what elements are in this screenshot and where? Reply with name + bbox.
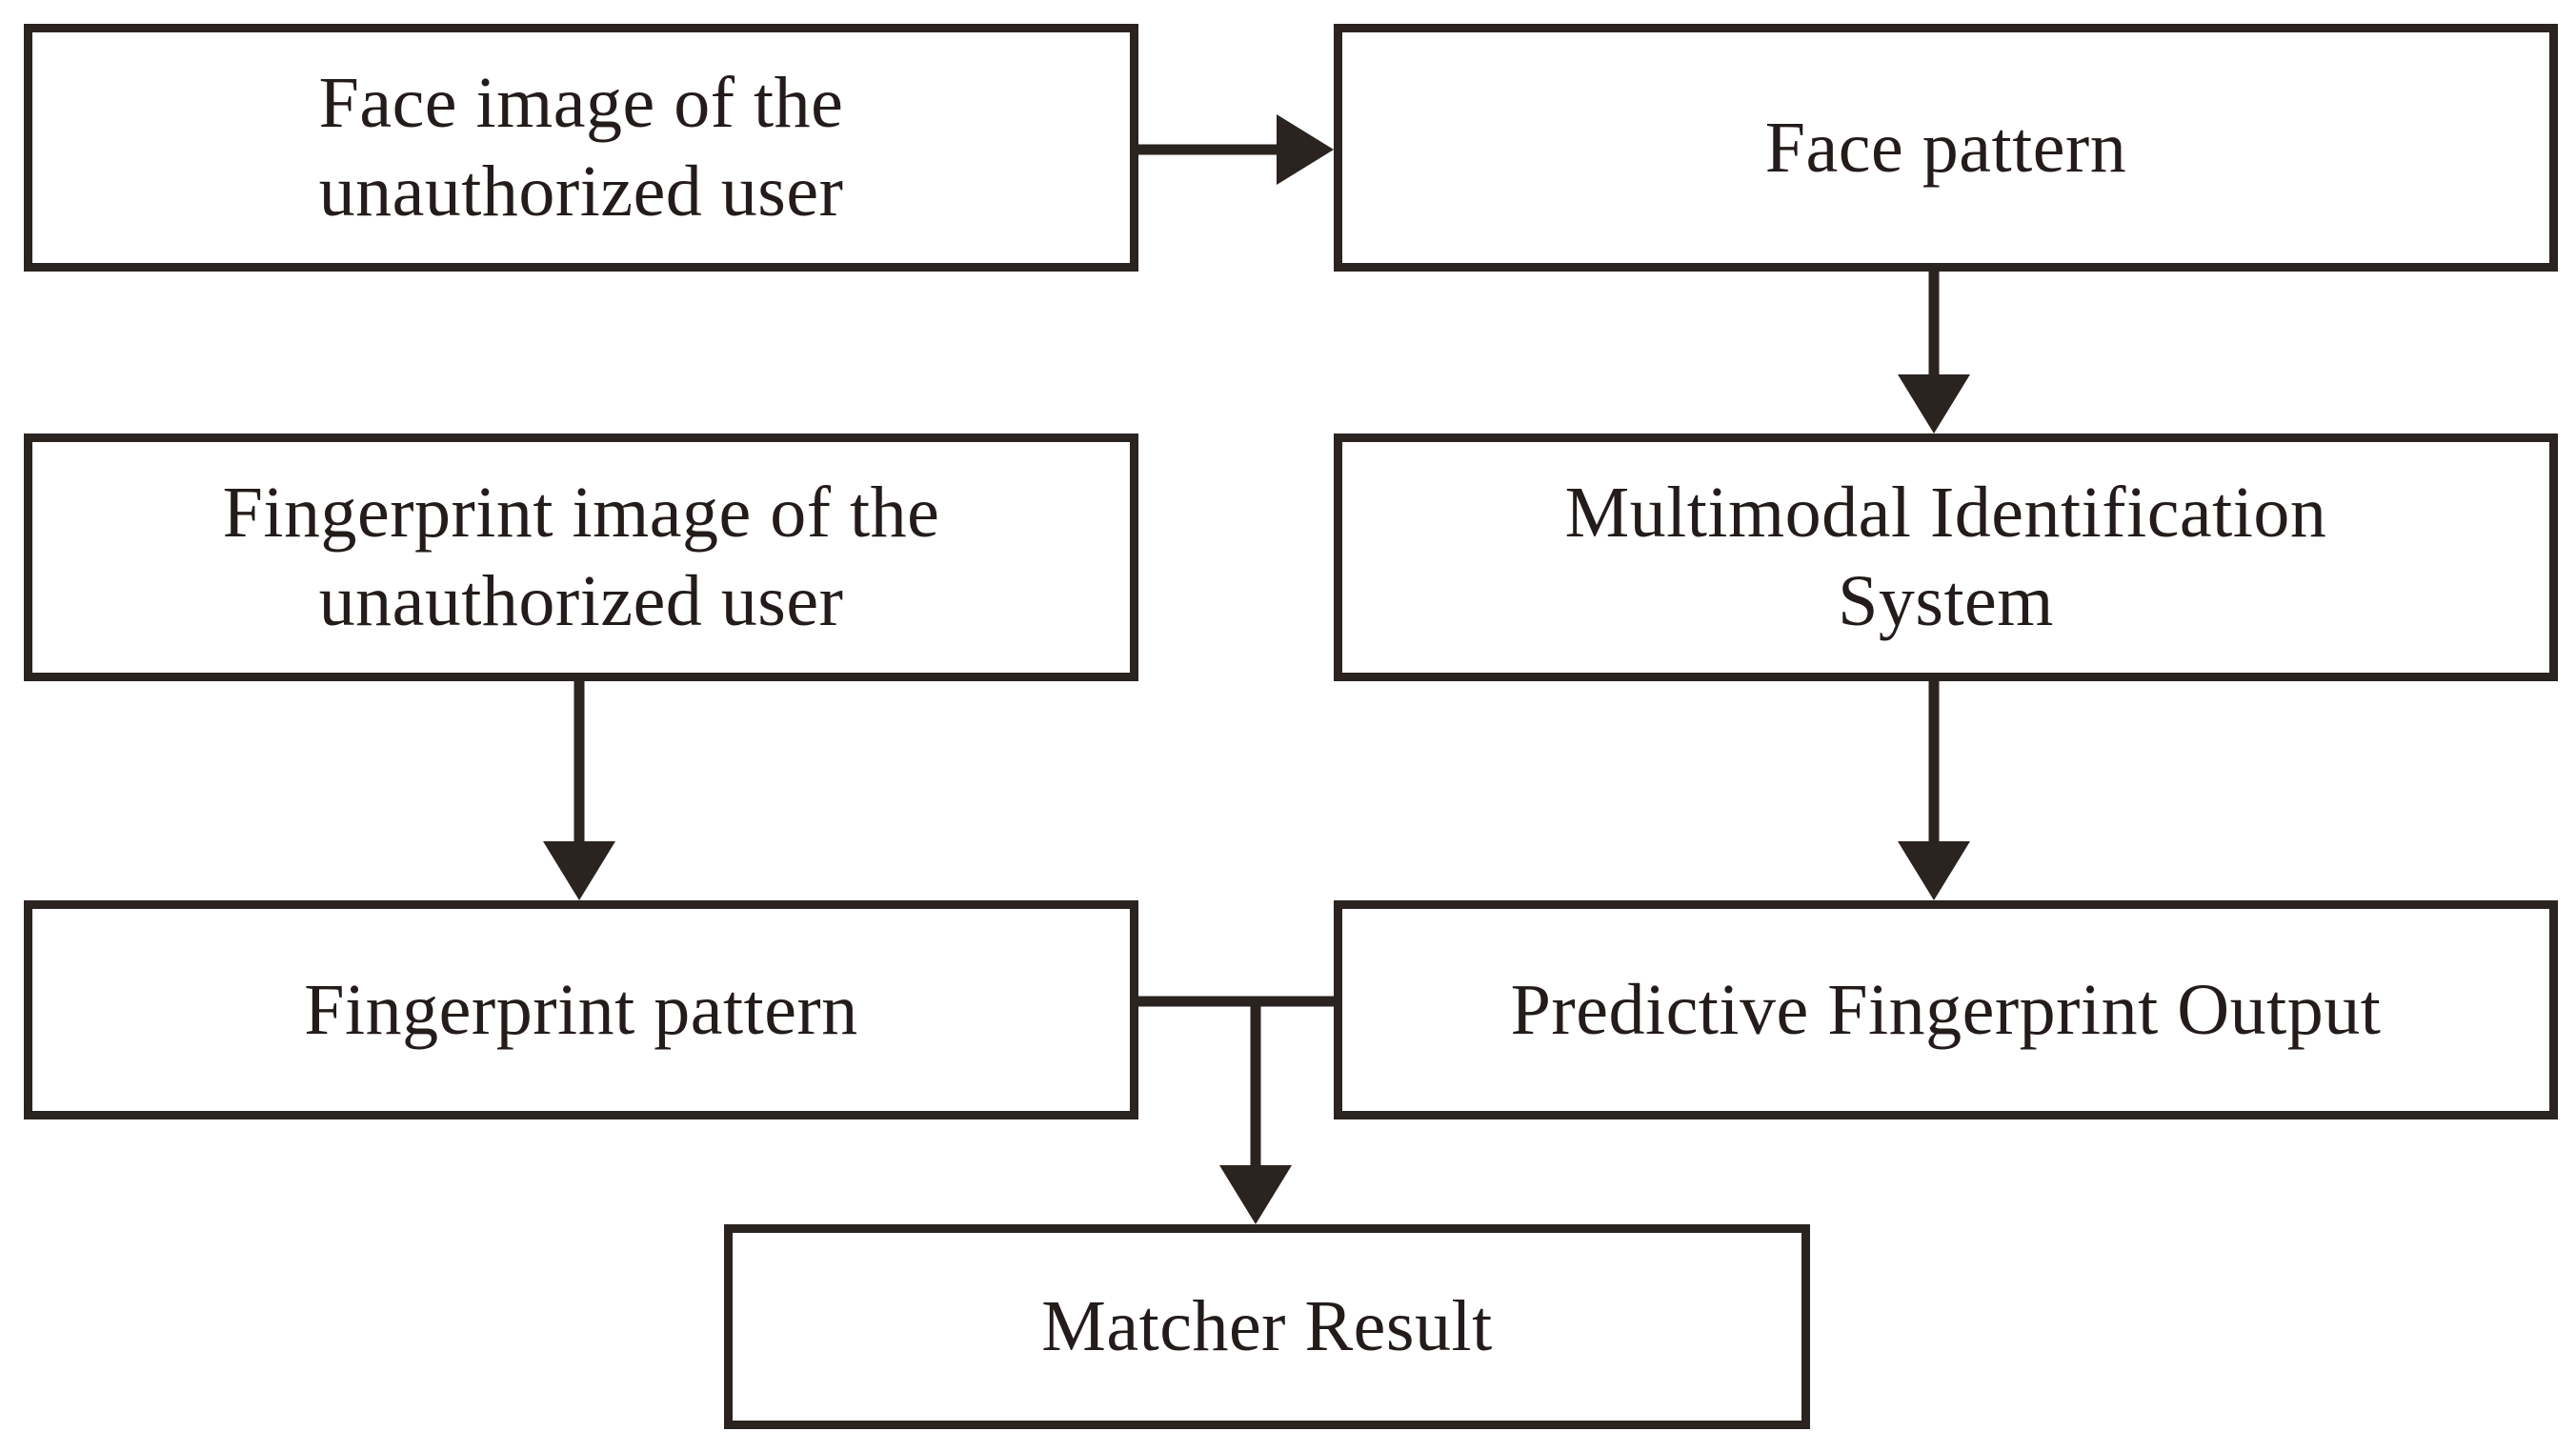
node-multimodal-label: Multimodal Identification System — [1564, 473, 2327, 641]
edge-face-image-to-face-pattern — [1138, 114, 1334, 185]
node-matcher-result-label: Matcher Result — [1041, 1286, 1493, 1367]
node-face-pattern[interactable]: Face pattern — [1334, 24, 2558, 272]
node-predictive-output-label: Predictive Fingerprint Output — [1510, 969, 2382, 1050]
edge-face-pattern-to-multimodal — [1898, 272, 1970, 434]
node-face-pattern-label: Face pattern — [1764, 107, 2127, 188]
node-fingerprint-image[interactable]: Fingerprint image of the unauthorized us… — [24, 434, 1138, 681]
node-fingerprint-image-label: Fingerprint image of the unauthorized us… — [222, 473, 940, 641]
node-fingerprint-pattern[interactable]: Fingerprint pattern — [24, 900, 1138, 1119]
node-fingerprint-pattern-label: Fingerprint pattern — [304, 969, 858, 1050]
node-predictive-fingerprint-output[interactable]: Predictive Fingerprint Output — [1334, 900, 2558, 1119]
node-face-image-label: Face image of the unauthorized user — [318, 63, 844, 232]
edge-multimodal-to-predictive-output — [1898, 681, 1970, 900]
edge-fingerprint-image-to-fingerprint-pattern — [543, 681, 615, 900]
node-matcher-result[interactable]: Matcher Result — [724, 1224, 1810, 1429]
edge-junction-to-matcher-result — [1219, 1001, 1292, 1224]
node-multimodal-identification-system[interactable]: Multimodal Identification System — [1334, 434, 2558, 681]
node-face-image[interactable]: Face image of the unauthorized user — [24, 24, 1138, 272]
